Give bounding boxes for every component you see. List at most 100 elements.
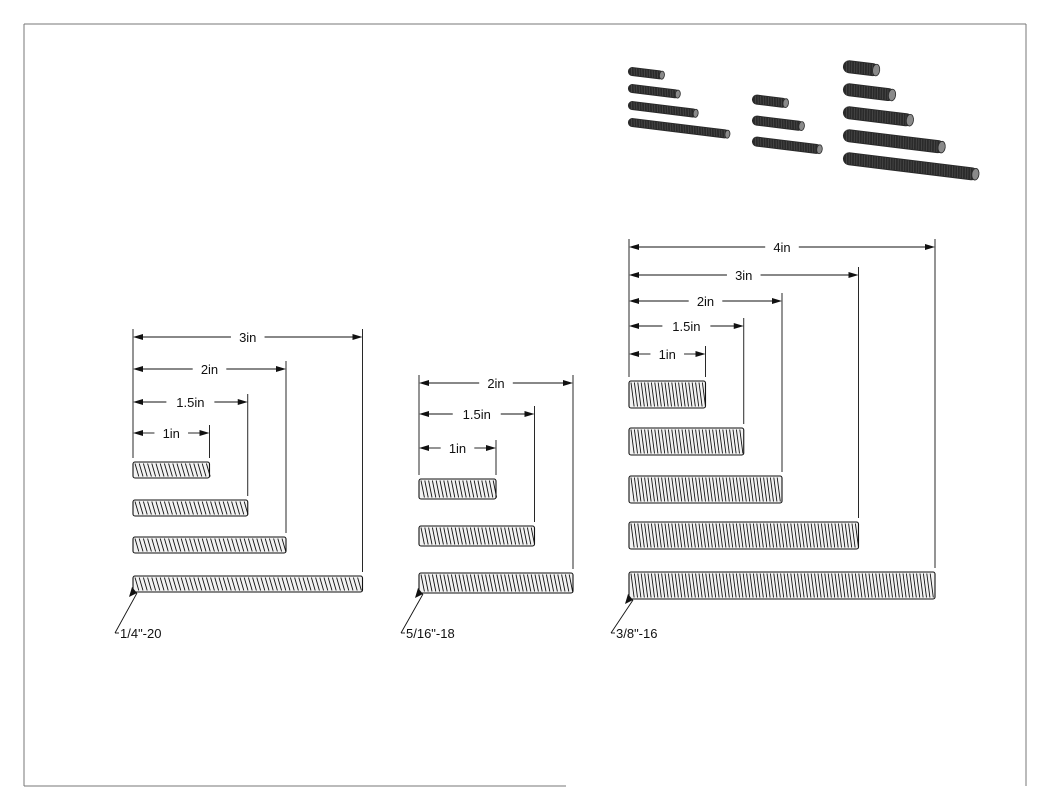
iso-thread-lines xyxy=(846,83,894,101)
dimension-label: 3in xyxy=(735,268,752,283)
thread-lines xyxy=(630,477,781,502)
threaded-rod xyxy=(132,461,211,479)
arrow-right-icon xyxy=(733,323,744,329)
thread-lines xyxy=(420,480,498,498)
thread-lines xyxy=(134,538,287,552)
thread-lines xyxy=(420,574,574,592)
arrow-left-icon xyxy=(133,430,143,436)
drawing-frame xyxy=(23,23,1027,787)
thread-lines xyxy=(134,577,362,591)
arrow-right-icon xyxy=(486,445,496,451)
arrow-right-icon xyxy=(563,380,573,386)
arrow-left-icon xyxy=(629,323,639,329)
threaded-rod xyxy=(418,525,536,547)
rod-outline xyxy=(132,499,249,517)
arrow-left-icon xyxy=(133,399,143,405)
thread-size-callout: 3/8"-16 xyxy=(616,626,657,641)
iso-thread-lines xyxy=(631,84,679,98)
arrow-right-icon xyxy=(925,244,935,250)
iso-rod-body xyxy=(751,94,788,108)
iso-rod-end xyxy=(888,88,897,102)
dimension-label: 1in xyxy=(449,441,466,456)
arrow-left-icon xyxy=(419,380,429,386)
dimension-label: 1.5in xyxy=(176,395,204,410)
iso-rod xyxy=(751,115,805,131)
iso-rod-group-2 xyxy=(751,94,823,155)
threaded-rod xyxy=(418,478,498,500)
dimension-1.5in: 1.5in xyxy=(419,407,535,422)
arrow-left-icon xyxy=(419,411,429,417)
iso-rod-body xyxy=(842,83,895,102)
iso-rod xyxy=(842,129,946,154)
rod-groups: 1in1.5in2in3in1/4"-201in1.5in2in5/16"-18… xyxy=(114,239,936,641)
leader-arrow-icon xyxy=(129,587,137,597)
threaded-rod xyxy=(132,499,249,517)
iso-rod-body xyxy=(751,115,804,131)
iso-thread-lines xyxy=(755,137,819,154)
isometric-view xyxy=(627,60,980,181)
leader-arrow-icon xyxy=(415,588,423,598)
dimension-2in: 2in xyxy=(133,362,286,377)
arrow-left-icon xyxy=(133,334,143,340)
threaded-rod xyxy=(132,575,364,593)
arrow-right-icon xyxy=(237,399,248,405)
iso-rod-end xyxy=(724,129,731,139)
dimension-label: 2in xyxy=(201,362,218,377)
arrow-right-icon xyxy=(352,334,363,340)
dimension-1in: 1in xyxy=(419,441,496,456)
arrow-left-icon xyxy=(629,272,639,278)
iso-rod xyxy=(627,67,665,80)
arrow-left-icon xyxy=(629,244,639,250)
leader-line xyxy=(400,593,424,634)
thread-size-callout: 5/16"-18 xyxy=(406,626,455,641)
leader-arrow-icon xyxy=(625,594,633,604)
dimension-label: 2in xyxy=(487,376,504,391)
iso-rod-group-3 xyxy=(842,60,980,181)
iso-rod-body xyxy=(842,152,979,181)
iso-rod xyxy=(751,136,823,155)
iso-thread-lines xyxy=(846,152,977,180)
dimension-2in: 2in xyxy=(629,294,782,309)
thread-lines xyxy=(630,429,744,454)
arrow-right-icon xyxy=(848,272,859,278)
thread-lines xyxy=(630,382,706,407)
dimension-label: 1in xyxy=(659,347,676,362)
iso-thread-lines xyxy=(755,116,803,131)
dimension-3in: 3in xyxy=(629,268,859,283)
threaded-rod xyxy=(628,380,707,409)
dimension-4in: 4in xyxy=(629,240,935,255)
iso-rod-end xyxy=(937,140,946,154)
arrow-left-icon xyxy=(419,445,429,451)
threaded-rod xyxy=(132,536,287,554)
arrow-right-icon xyxy=(524,411,535,417)
iso-rod xyxy=(842,152,980,181)
iso-thread-lines xyxy=(846,129,943,153)
dimension-3in: 3in xyxy=(133,330,363,345)
thread-lines xyxy=(134,463,211,477)
thread-lines xyxy=(420,527,536,545)
dimension-1in: 1in xyxy=(629,347,706,362)
threaded-rod xyxy=(628,571,936,600)
thread-lines xyxy=(134,501,249,515)
iso-rod-body xyxy=(627,67,664,80)
arrow-left-icon xyxy=(629,298,639,304)
dimension-1.5in: 1.5in xyxy=(133,395,248,410)
thread-lines xyxy=(630,573,934,598)
threaded-rod xyxy=(628,475,783,504)
iso-rod-end xyxy=(905,113,914,127)
arrow-left-icon xyxy=(133,366,143,372)
dimension-label: 3in xyxy=(239,330,256,345)
dimension-1.5in: 1.5in xyxy=(629,319,744,334)
dimension-label: 4in xyxy=(773,240,790,255)
dimension-label: 1.5in xyxy=(672,319,700,334)
thread-lines xyxy=(630,523,859,548)
iso-rod xyxy=(842,106,914,127)
threaded-rod xyxy=(628,427,745,456)
iso-rod-end xyxy=(872,63,881,77)
iso-rod xyxy=(627,118,731,139)
arrow-right-icon xyxy=(772,298,782,304)
iso-rod xyxy=(751,94,789,109)
iso-rod-end xyxy=(659,70,665,80)
